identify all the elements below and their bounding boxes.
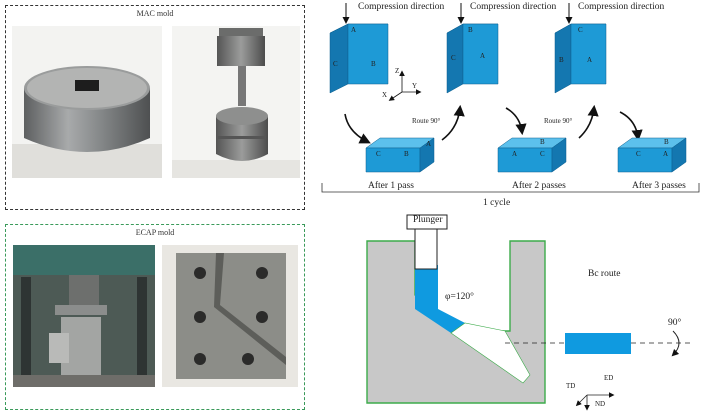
route-label-1: Route 90°	[412, 117, 441, 125]
block-top-1	[329, 23, 389, 94]
block2-left-face: C	[451, 54, 456, 62]
axis-y-label: Y	[412, 82, 418, 90]
bc-route-label: Bc route	[588, 269, 621, 279]
bc-route-sample	[565, 333, 631, 354]
mac-die-photo	[12, 26, 162, 178]
after-1-pass-label: After 1 pass	[368, 181, 414, 191]
block1-right-face: B	[371, 60, 376, 68]
route-arrow-1	[344, 113, 371, 144]
route-arrow-4	[578, 104, 599, 139]
nd-axis-label: ND	[595, 400, 606, 408]
ecap-process-diagram	[366, 214, 691, 411]
ecap-mold-panel: ECAP mold	[5, 224, 305, 410]
block3-top-face: C	[578, 26, 583, 34]
rotation-arrow	[671, 330, 680, 357]
mac-mold-title: MAC mold	[136, 9, 174, 18]
ecap-mold-title: ECAP mold	[135, 228, 175, 237]
route-arrow-5	[619, 111, 643, 142]
block-bottom-3	[617, 137, 687, 173]
compression-direction-label-2: Compression direction	[470, 2, 557, 12]
block2-after-right-face: C	[540, 150, 545, 158]
block1-top-face: A	[351, 26, 357, 34]
block1-left-face: C	[333, 60, 338, 68]
ecap-die-photo	[162, 245, 298, 387]
block3-left-face: B	[559, 56, 564, 64]
compression-direction-label-3: Compression direction	[578, 2, 665, 12]
block2-after-top-face: B	[540, 138, 545, 146]
block1-after-right-face: B	[404, 150, 409, 158]
ecap-billet	[415, 265, 465, 333]
ecap-press-photo	[13, 245, 155, 387]
block2-after-left-face: A	[512, 150, 518, 158]
mac-mold-panel: MAC mold	[5, 5, 305, 210]
cycle-label: 1 cycle	[483, 198, 511, 208]
axis-x-label: X	[382, 91, 388, 99]
mac-punch-photo	[172, 26, 300, 178]
after-3-passes-label: After 3 passes	[632, 181, 686, 191]
ed-axis-label: ED	[604, 374, 614, 382]
after-2-passes-label: After 2 passes	[512, 181, 566, 191]
block-bottom-2	[497, 137, 567, 173]
compression-direction-label-1: Compression direction	[358, 2, 445, 12]
block2-right-face: A	[480, 52, 486, 60]
route-arrow-2	[441, 104, 465, 141]
plunger-label: Plunger	[413, 215, 443, 225]
block3-right-face: A	[587, 56, 593, 64]
route-arrow-3	[505, 107, 527, 136]
ed-td-nd-axes	[575, 392, 615, 411]
block-top-2	[446, 23, 499, 94]
route-label-2: Route 90°	[544, 117, 573, 125]
td-axis-label: TD	[566, 382, 576, 390]
axis-z-label: Z	[395, 67, 400, 75]
block-bottom-1	[365, 137, 435, 173]
xyz-axes	[388, 70, 422, 101]
mac-process-diagram	[321, 3, 700, 193]
block1-after-top-face: A	[426, 140, 432, 148]
rotation-angle-label: 90°	[668, 318, 682, 328]
block1-after-left-face: C	[376, 150, 381, 158]
block-top-3	[554, 23, 607, 94]
block2-top-face: B	[468, 26, 473, 34]
cycle-bracket	[321, 183, 700, 193]
plunger-rod	[414, 228, 438, 270]
block3-after-left-face: C	[636, 150, 641, 158]
ecap-exit-channel	[450, 322, 531, 384]
channel-angle-label: φ=120°	[445, 292, 474, 302]
block3-after-right-face: A	[663, 150, 669, 158]
block3-after-top-face: B	[664, 138, 669, 146]
